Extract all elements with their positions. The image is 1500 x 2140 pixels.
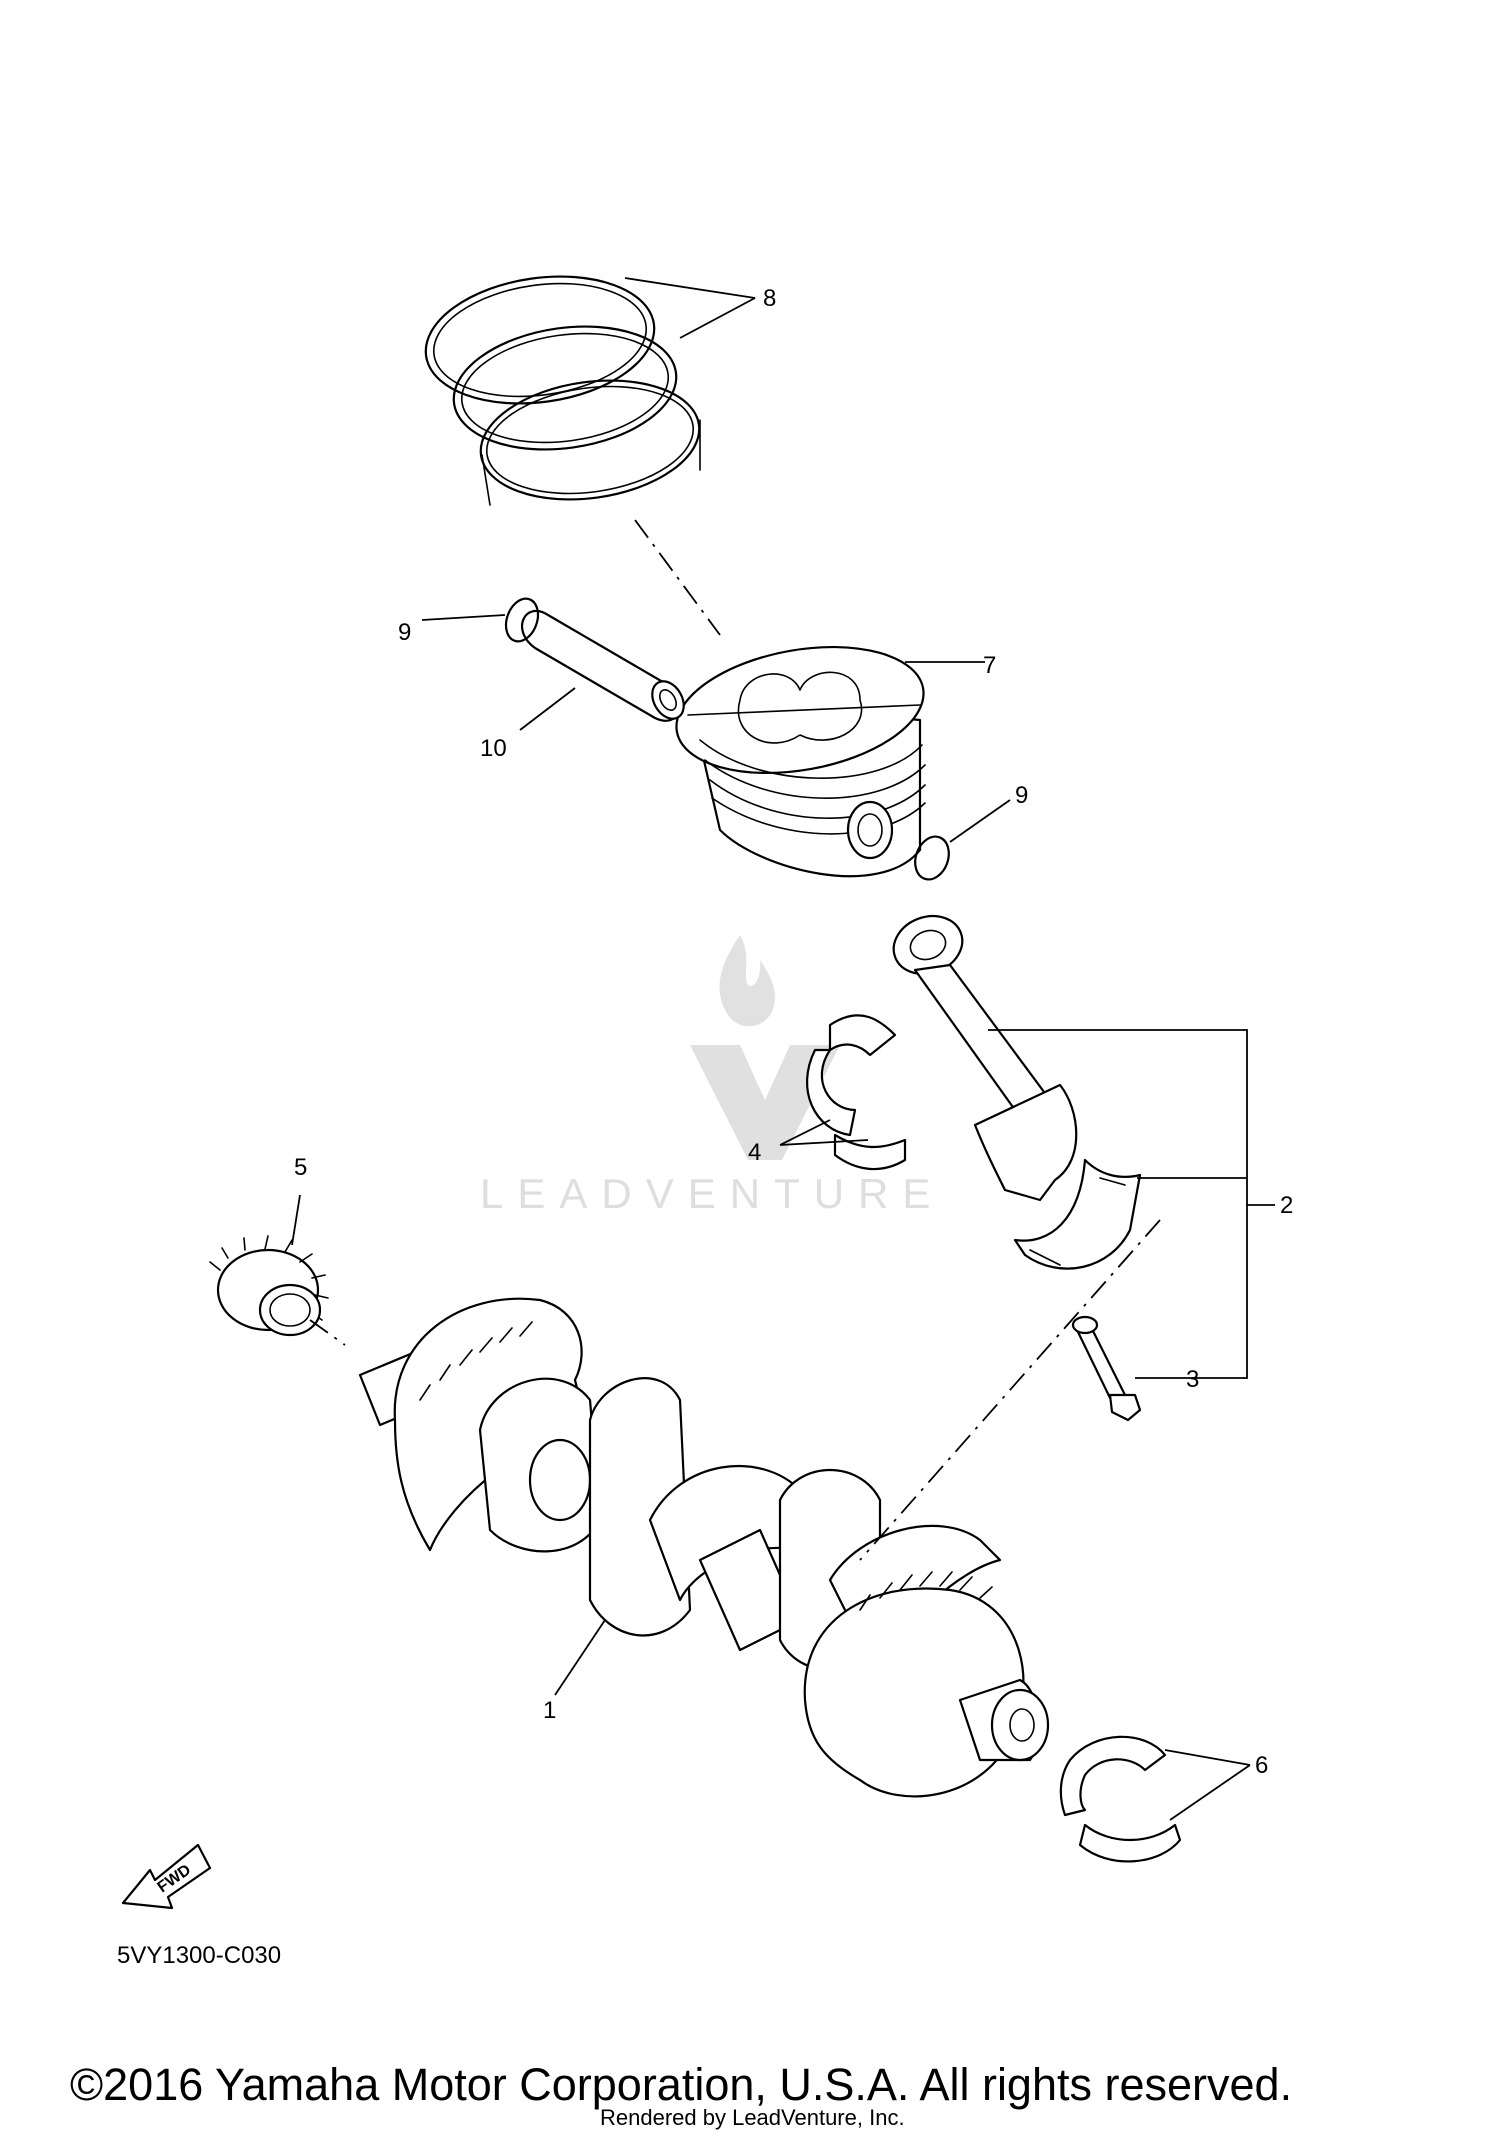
watermark-flame-icon	[719, 935, 776, 1027]
piston-rings	[424, 275, 701, 506]
rendered-by-credit: Rendered by LeadVenture, Inc.	[600, 2105, 905, 2130]
crankshaft-main-bearings	[1059, 1735, 1182, 1863]
callout-9-right[interactable]: 9	[1015, 782, 1028, 809]
callout-6[interactable]: 6	[1255, 1752, 1268, 1779]
callout-5[interactable]: 5	[294, 1154, 307, 1181]
piston-pin-clip-right	[914, 835, 950, 881]
fwd-arrow-icon	[121, 1843, 212, 1910]
alignment-lines	[309, 519, 1161, 1561]
callout-10[interactable]: 10	[480, 735, 507, 762]
connecting-rod	[892, 914, 1142, 1270]
forward-direction-arrow[interactable]: FWD	[121, 1843, 212, 1910]
watermark-text: LEADVENTURE	[480, 1170, 944, 1217]
callout-2[interactable]: 2	[1280, 1192, 1293, 1219]
watermark-v-icon	[690, 1045, 840, 1160]
callout-4[interactable]: 4	[748, 1139, 761, 1166]
callout-1[interactable]: 1	[543, 1697, 556, 1724]
copyright-notice: ©2016 Yamaha Motor Corporation, U.S.A. A…	[70, 2059, 1292, 2110]
piston-pin-clip-left	[504, 597, 540, 643]
connecting-rod-bearings	[806, 1014, 907, 1171]
diagram-code: 5VY1300-C030	[117, 1942, 281, 1969]
drive-gear	[209, 1235, 329, 1337]
callout-8[interactable]: 8	[763, 285, 776, 312]
callout-7[interactable]: 7	[983, 652, 996, 679]
connecting-rod-bolt	[1071, 1315, 1142, 1422]
callout-3[interactable]: 3	[1186, 1366, 1199, 1393]
leader-lines	[291, 277, 1275, 1821]
piston-pin	[521, 609, 685, 722]
crankshaft	[358, 1297, 1050, 1798]
piston	[675, 645, 926, 878]
callout-9-left[interactable]: 9	[398, 619, 411, 646]
leadventure-watermark: LEADVENTURE	[480, 935, 944, 1217]
